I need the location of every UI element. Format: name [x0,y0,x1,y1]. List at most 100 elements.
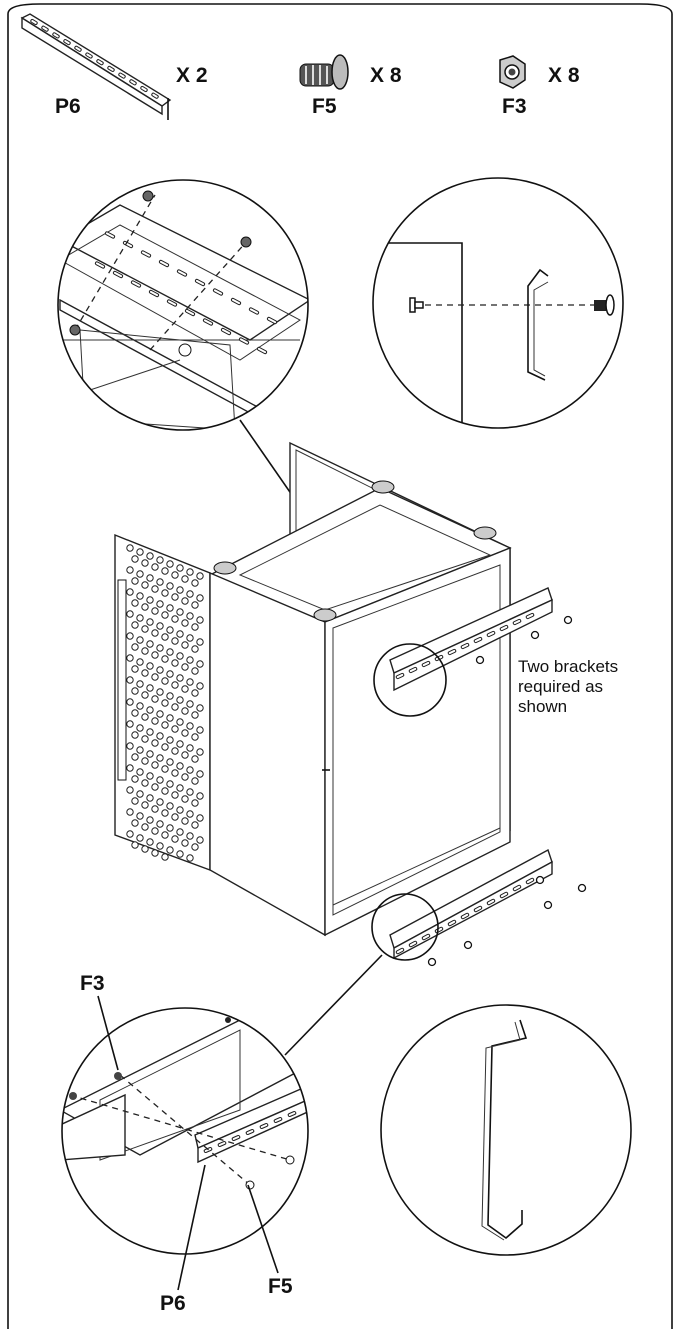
perforation-hole [171,791,179,799]
callout-label-p6: P6 [160,1292,186,1315]
perforation-hole [151,827,159,835]
perforation-hole [141,713,149,721]
perforation-hole [161,787,169,795]
part-label-f3: F3 [502,95,527,118]
bracket-slot [486,630,496,638]
perforation-hole [191,667,199,675]
perforation-hole [176,828,184,836]
rail-slot [118,72,126,79]
perforation-hole [126,544,134,552]
perforation-hole [171,813,179,821]
perforation-hole [141,779,149,787]
perforation-hole [171,571,179,579]
perforation-hole [146,706,154,714]
perforation-hole [126,830,134,838]
rail-slot [158,259,170,268]
perforation-hole [126,698,134,706]
bracket-slot [395,947,405,955]
perforation-hole [126,588,134,596]
leader-line-bottom [284,954,383,1056]
perforation-hole [151,849,159,857]
perforation-hole [126,632,134,640]
perforation-hole [156,666,164,674]
bracket-slot [525,612,535,620]
rail-slot [266,316,278,325]
rail-slot [220,327,232,336]
magnifier-ring-lower [371,893,439,961]
perforation-hole [181,619,189,627]
perforation-hole [186,612,194,620]
rail-slot [104,231,116,239]
perforation-hole [196,704,204,712]
detail-circle-bracket-profile [380,1004,632,1256]
part-qty-p6: X 2 [176,64,208,87]
fastener-icon [543,900,553,910]
rail-slot [140,85,148,93]
perforation-hole [186,634,194,642]
bracket-slot [421,660,431,668]
fastener-icon [475,655,485,665]
perforation-hole [151,717,159,725]
perforation-hole [146,750,154,758]
perforation-hole [126,742,134,750]
perforation-hole [196,726,204,734]
perforation-hole [171,615,179,623]
perforation-hole [166,626,174,634]
rail-slot [140,250,152,258]
perforation-hole [146,552,154,560]
perforation-hole [136,768,144,776]
perforation-hole [186,678,194,686]
perforation-hole [141,735,149,743]
perforation-hole [156,688,164,696]
rail-slot [30,18,38,26]
perforation-hole [196,572,204,580]
perforation-hole [141,691,149,699]
perforation-hole [156,732,164,740]
perforation-hole [166,692,174,700]
perforation-hole [156,842,164,850]
perforation-hole [166,802,174,810]
bracket-slot [447,648,457,656]
perforation-hole [196,616,204,624]
bracket-slot [486,898,496,906]
perforation-hole [131,555,139,563]
perforation-hole [191,843,199,851]
perforation-hole [186,568,194,576]
perforation-hole [146,574,154,582]
perforation-hole [171,725,179,733]
perforation-hole [181,685,189,693]
perforation-hole [161,611,169,619]
perforation-hole [161,677,169,685]
perforation-hole [191,579,199,587]
perforation-hole [161,567,169,575]
perforation-hole [196,814,204,822]
perforation-hole [126,808,134,816]
perforation-hole [131,731,139,739]
bracket-slot [408,940,418,948]
rail-slot [256,346,268,355]
fastener-icon [535,875,545,885]
perforation-hole [181,663,189,671]
perforation-hole [166,736,174,744]
perforation-hole [141,581,149,589]
perforation-hole [161,655,169,663]
perforation-hole [126,720,134,728]
perforation-hole [191,777,199,785]
perforation-hole [136,724,144,732]
bracket-slot [512,884,522,892]
fastener-icon [427,957,437,967]
perforation-hole [181,817,189,825]
perforation-hole [196,770,204,778]
perforation-hole [146,794,154,802]
perforation-hole [166,560,174,568]
callout-leader-f3 [97,995,119,1071]
perforation-hole [176,586,184,594]
perforation-hole [126,566,134,574]
perforation-hole [156,798,164,806]
bracket-slot [273,1117,283,1123]
rail-slot [212,288,224,296]
magnifier-ring-upper [373,643,447,717]
fastener-icon [463,940,473,950]
perforation-hole [131,621,139,629]
perforation-hole [186,700,194,708]
